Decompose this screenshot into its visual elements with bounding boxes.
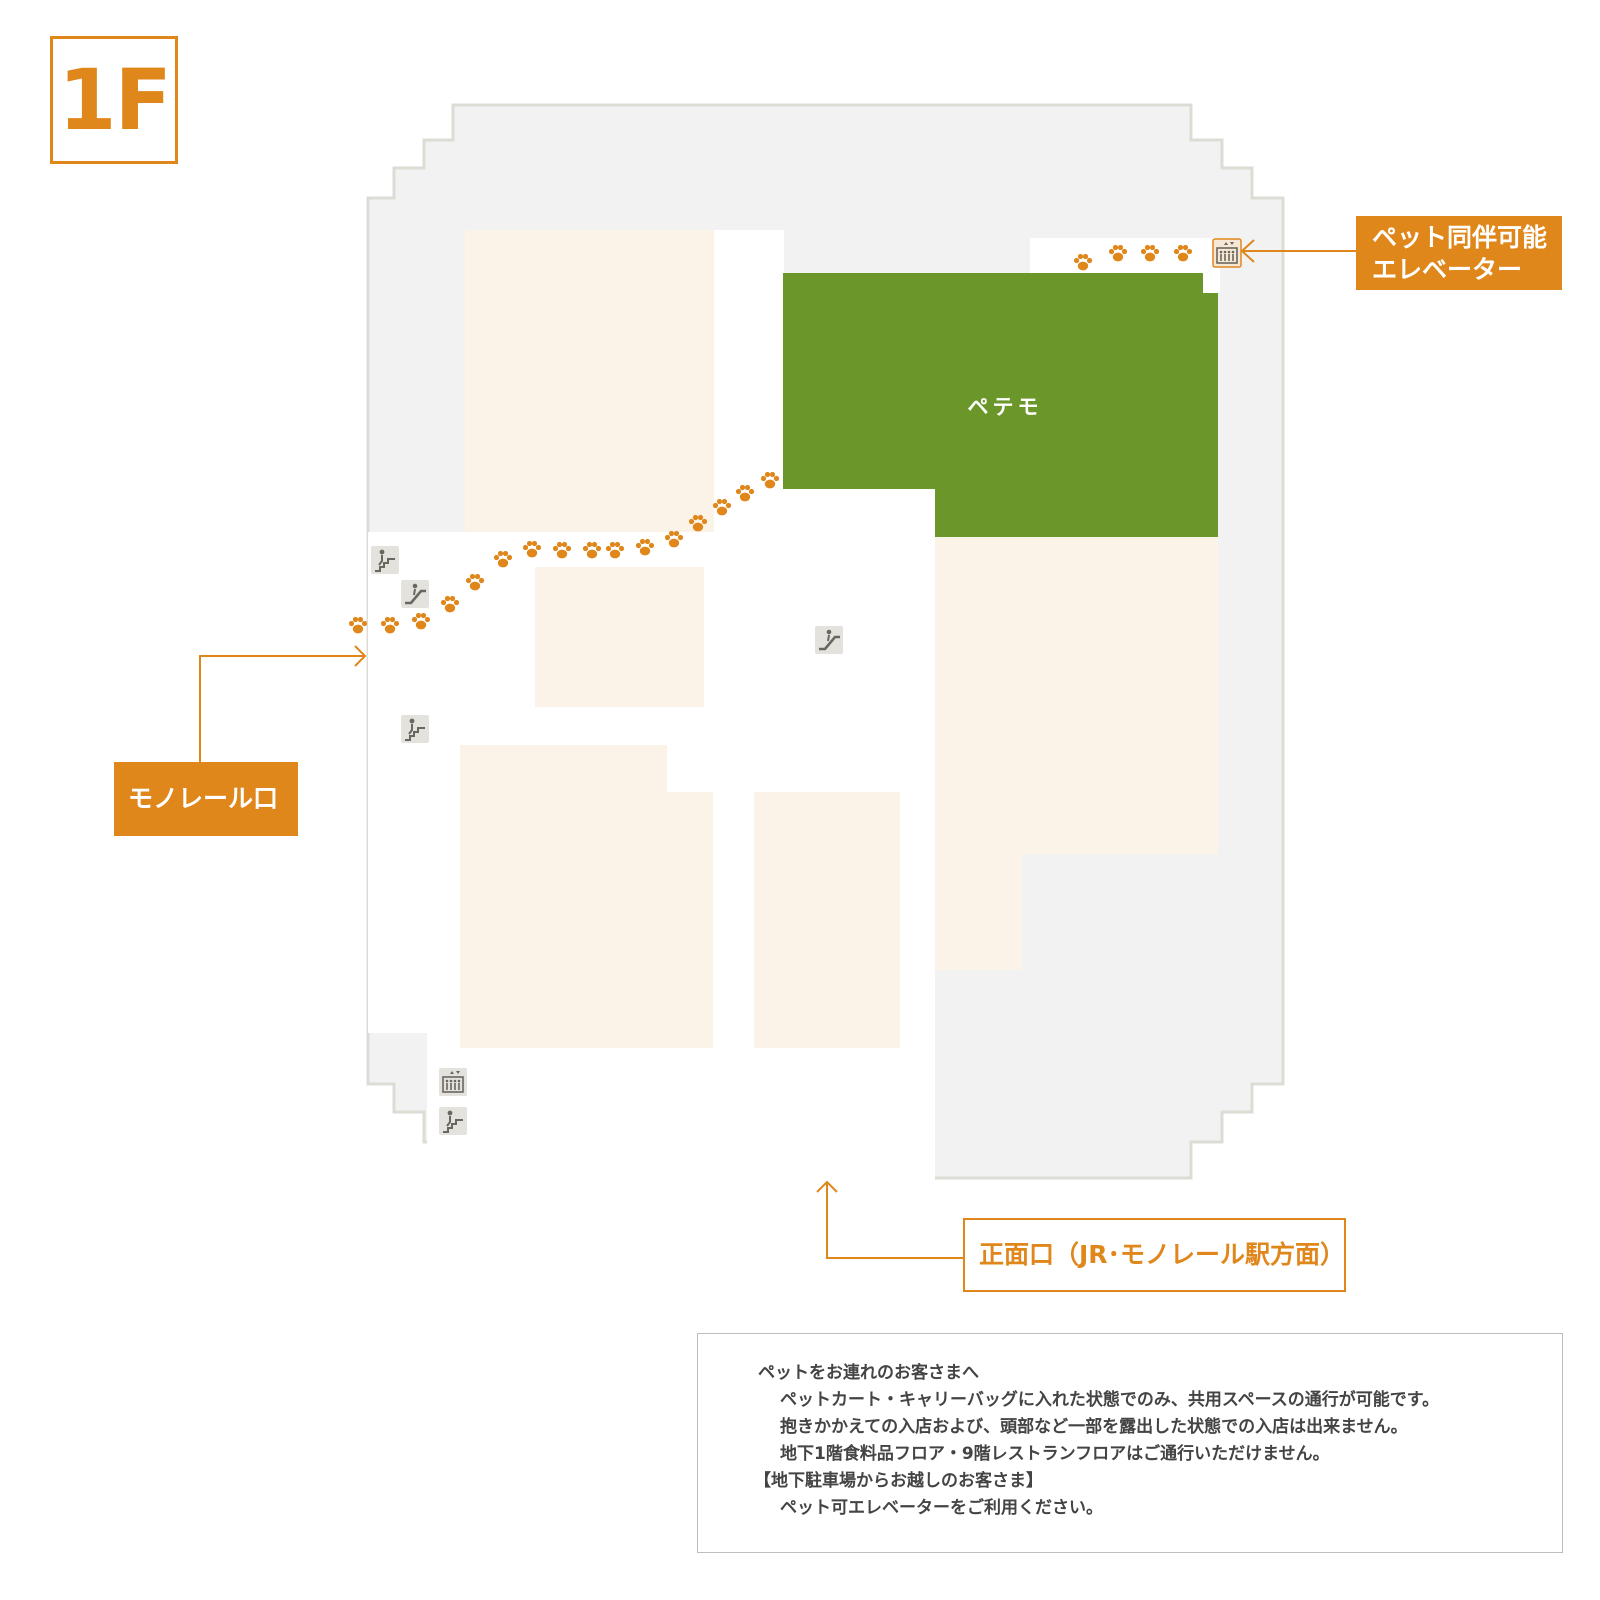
shop-block bbox=[460, 745, 713, 1048]
notice-parking-line: ペット可エレベーターをご利用ください。 bbox=[780, 1498, 1103, 1518]
floor-label: 1F bbox=[50, 36, 178, 164]
stairs-icon[interactable] bbox=[439, 1107, 467, 1135]
pet-elevator-callout[interactable]: ペット同伴可能 エレベーター bbox=[1356, 216, 1562, 290]
pet-shop-petemo[interactable] bbox=[783, 273, 1218, 537]
paw-print-icon bbox=[664, 530, 684, 548]
paw-print-icon bbox=[440, 595, 460, 613]
paw-print-icon bbox=[1073, 253, 1093, 271]
paw-print-icon bbox=[582, 541, 602, 559]
escalator-icon[interactable] bbox=[815, 626, 843, 654]
arrow-icon bbox=[199, 655, 365, 762]
shop-block bbox=[754, 792, 900, 1048]
pet-elevator-icon[interactable] bbox=[1212, 238, 1242, 268]
paw-print-icon bbox=[605, 541, 625, 559]
stairs-icon[interactable] bbox=[401, 715, 429, 743]
stairs-icon[interactable] bbox=[371, 546, 399, 574]
pet-elevator-callout-line2: エレベーター bbox=[1372, 255, 1523, 284]
escalator-icon[interactable] bbox=[401, 580, 429, 608]
arrow-icon bbox=[826, 1182, 963, 1259]
notice-line: ペットカート・キャリーバッグに入れた状態でのみ、共用スペースの通行が可能です。 bbox=[780, 1390, 1440, 1410]
paw-print-icon bbox=[760, 471, 780, 489]
paw-print-icon bbox=[411, 612, 431, 630]
paw-print-icon bbox=[1108, 244, 1128, 262]
paw-print-icon bbox=[522, 540, 542, 558]
paw-print-icon bbox=[552, 541, 572, 559]
callout-arrows bbox=[199, 239, 1356, 1259]
paw-print-icon bbox=[348, 616, 368, 634]
arrow-icon bbox=[1240, 239, 1255, 263]
pet-elevator-callout-line1: ペット同伴可能 bbox=[1372, 223, 1548, 252]
paw-print-icon bbox=[493, 550, 513, 568]
arrow-icon bbox=[354, 645, 367, 667]
paw-print-icon bbox=[380, 616, 400, 634]
paw-print-icon bbox=[712, 498, 732, 516]
pet-route-paw-trail bbox=[348, 244, 1193, 634]
notice-parking-heading: 【地下駐車場からお越しのお客さま】 bbox=[754, 1471, 1043, 1491]
shop-block bbox=[465, 230, 714, 532]
arrow-icon bbox=[816, 1180, 838, 1193]
notice-heading: ペットをお連れのお客さまへ bbox=[758, 1363, 979, 1383]
elevator-icon[interactable] bbox=[439, 1068, 467, 1096]
main-entrance-callout[interactable]: 正面口（JR･モノレール駅方面） bbox=[963, 1218, 1346, 1292]
pet-notice: ペットをお連れのお客さまへ ペットカート・キャリーバッグに入れた状態でのみ、共用… bbox=[697, 1333, 1563, 1553]
paw-print-icon bbox=[635, 538, 655, 556]
monorail-entrance-callout[interactable]: モノレール口 bbox=[114, 762, 298, 836]
paw-print-icon bbox=[465, 573, 485, 591]
paw-print-icon bbox=[1173, 244, 1193, 262]
shop-name-petemo: ペテモ bbox=[968, 395, 1043, 419]
shop-block bbox=[535, 567, 704, 707]
shop-block bbox=[935, 535, 1218, 970]
notice-line: 地下1階食料品フロア・9階レストランフロアはご通行いただけません。 bbox=[780, 1444, 1330, 1464]
paw-print-icon bbox=[1140, 244, 1160, 262]
notice-line: 抱きかかえての入店および、頭部など一部を露出した状態での入店は出来ません。 bbox=[780, 1417, 1408, 1437]
paw-print-icon bbox=[735, 484, 755, 502]
paw-print-icon bbox=[688, 514, 708, 532]
shop-blocks bbox=[460, 230, 1218, 1048]
